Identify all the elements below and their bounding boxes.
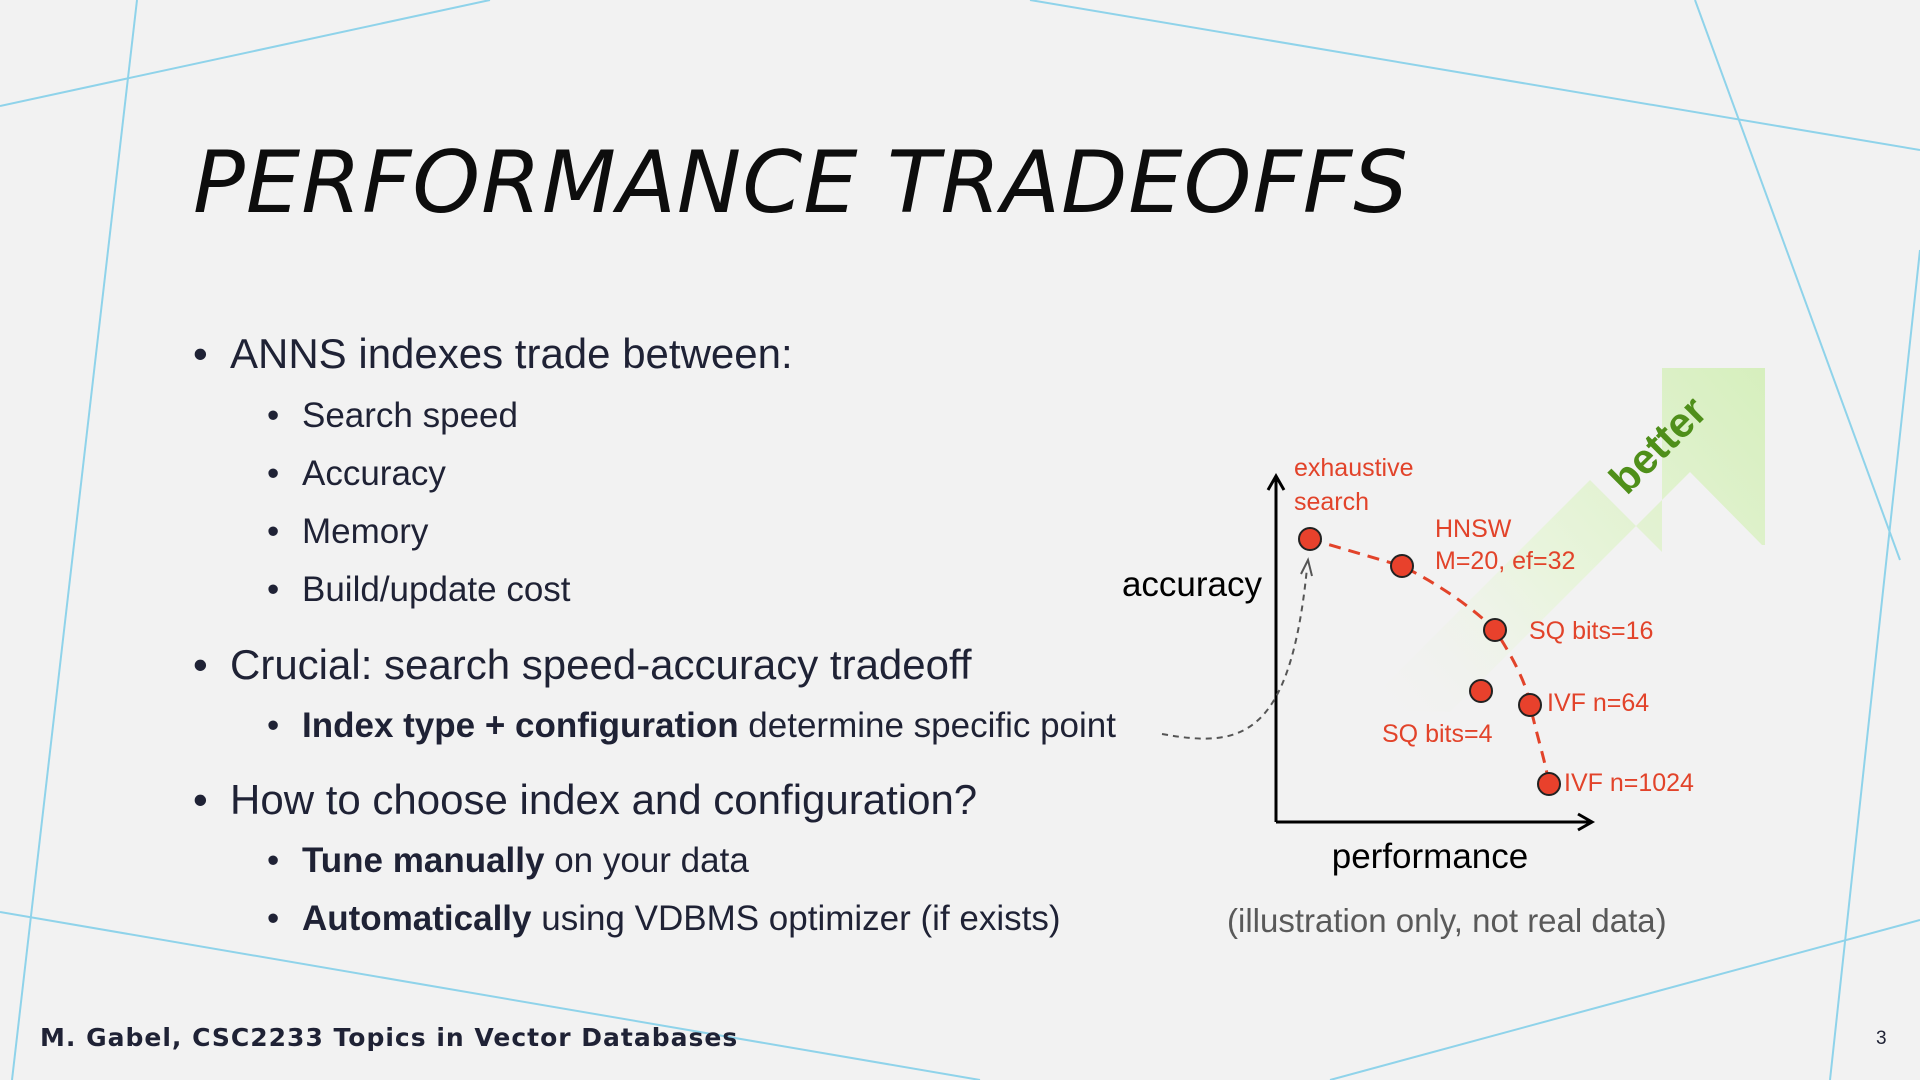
deco-line [1029, 0, 1920, 151]
sub-bullet-index-type: Index type + configuration determine spe… [302, 708, 1116, 743]
label-ivf-n-64: IVF n=64 [1547, 689, 1649, 717]
label-ivf-n-1024: IVF n=1024 [1564, 769, 1694, 797]
y-axis-label: accuracy [1122, 565, 1263, 604]
deco-line [0, 0, 491, 107]
bullet-marker: • [193, 776, 208, 823]
sub-bullet-marker: • [267, 570, 280, 609]
bullet-marker: • [193, 330, 208, 377]
regular-text: on your data [544, 841, 749, 880]
sub-bullet-accuracy: Accuracy [302, 454, 446, 493]
x-axis-arrowhead [1577, 812, 1596, 832]
tradeoff-diagram: better accuracy performance exhaustive s… [1122, 368, 1765, 876]
page-number: 3 [1876, 1028, 1887, 1049]
sub-bullet-marker: • [267, 454, 280, 493]
sub-bullet-marker: • [267, 396, 280, 435]
sub-bullet-automatically: Automatically using VDBMS optimizer (if … [302, 901, 1061, 936]
deco-line [1694, 0, 1901, 561]
deco-line [1329, 919, 1920, 1080]
sub-bullet-marker: • [267, 899, 280, 938]
bullet-1: ANNS indexes trade between: [230, 330, 793, 377]
diagram-caption: (illustration only, not real data) [1227, 902, 1667, 939]
label-exhaustive-line1: exhaustive [1294, 454, 1414, 482]
deco-line [1829, 249, 1920, 1080]
sub-bullet-marker: • [267, 841, 280, 880]
point-ivf-n-64 [1518, 693, 1542, 717]
sub-bullet-build-cost: Build/update cost [302, 570, 571, 609]
sub-bullet-tune-manually: Tune manually on your data [302, 843, 749, 878]
label-sq-bits-16: SQ bits=16 [1529, 617, 1653, 645]
bold-text: Index type + configuration [302, 706, 739, 745]
deco-line [11, 0, 138, 1080]
point-ivf-n-1024 [1537, 772, 1561, 796]
bullet-marker: • [193, 641, 208, 688]
label-sq-bits-4: SQ bits=4 [1382, 720, 1493, 748]
slide-title: PERFORMANCE TRADEOFFS [193, 133, 1409, 233]
bullet-2: Crucial: search speed-accuracy tradeoff [230, 641, 972, 688]
point-sq-bits-16 [1483, 618, 1507, 642]
pointer-arrow [1161, 567, 1308, 740]
label-exhaustive-line2: search [1294, 488, 1369, 516]
better-arrow [1360, 368, 1765, 712]
pointer-arrowhead [1300, 557, 1313, 577]
point-exhaustive-search [1298, 527, 1322, 551]
y-axis-arrowhead [1266, 472, 1286, 491]
bold-text: Tune manually [302, 841, 545, 880]
bullet-3: How to choose index and configuration? [230, 776, 978, 823]
sub-bullet-memory: Memory [302, 512, 429, 551]
bold-text: Automatically [302, 899, 532, 938]
label-hnsw-line2: M=20, ef=32 [1435, 547, 1575, 575]
point-hnsw [1390, 554, 1414, 578]
deco-line [0, 911, 981, 1080]
regular-text: using VDBMS optimizer (if exists) [531, 899, 1061, 938]
sub-bullet-marker: • [267, 706, 280, 745]
x-axis-label: performance [1332, 837, 1528, 876]
sub-bullet-marker: • [267, 512, 280, 551]
footer-author: M. Gabel, CSC2233 Topics in Vector Datab… [40, 1023, 739, 1052]
point-sq-bits-4 [1469, 679, 1493, 703]
sub-bullet-search-speed: Search speed [302, 396, 518, 435]
tradeoff-curve [1309, 537, 1551, 785]
regular-text: determine specific point [738, 706, 1116, 745]
label-hnsw-line1: HNSW [1435, 515, 1512, 543]
